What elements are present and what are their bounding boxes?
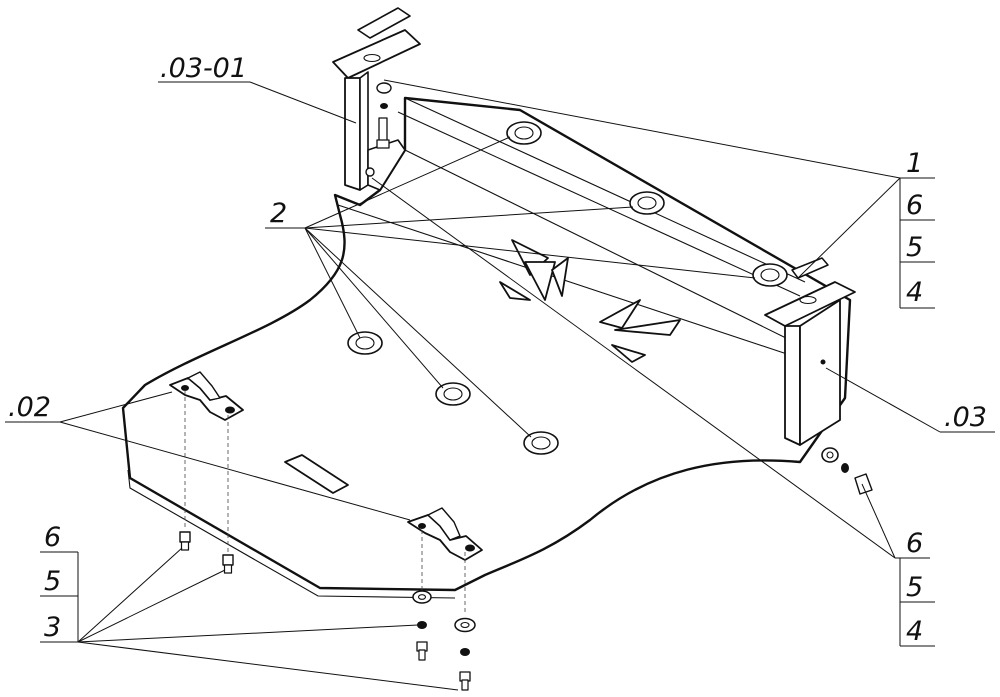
logo-cutout (499, 239, 681, 363)
drain-slot (284, 454, 349, 494)
callout-left-bottom-6: 6 (44, 522, 61, 553)
skid-plate (121, 96, 852, 592)
callout-right-top-5: 5 (906, 232, 923, 263)
callout-right-top-6: 6 (906, 190, 923, 221)
bracket-03-01-hardware (376, 82, 392, 149)
bolts-left (179, 531, 234, 574)
callout-03-01: .03-01 (160, 53, 247, 84)
bracket-02-left (169, 371, 244, 421)
callout-02: .02 (8, 392, 51, 423)
callout-03: .03 (944, 402, 987, 433)
bracket-03-01 (332, 7, 421, 191)
embossed-holes (347, 121, 788, 455)
hardware-stack-center (412, 590, 476, 691)
callout-right-bottom-4: 4 (906, 616, 923, 647)
bracket-02-right (407, 507, 483, 561)
bracket-03 (764, 257, 856, 446)
callout-right-top-1: 1 (906, 148, 923, 179)
callout-right-bottom-5: 5 (906, 572, 923, 603)
bracket-03-hardware (821, 447, 873, 495)
callout-left-bottom-5: 5 (44, 566, 61, 597)
callout-right-top-4: 4 (906, 277, 923, 308)
callout-left-bottom-3: 3 (44, 612, 61, 643)
callout-right-bottom-6: 6 (906, 528, 923, 559)
callout-2: 2 (270, 198, 287, 229)
